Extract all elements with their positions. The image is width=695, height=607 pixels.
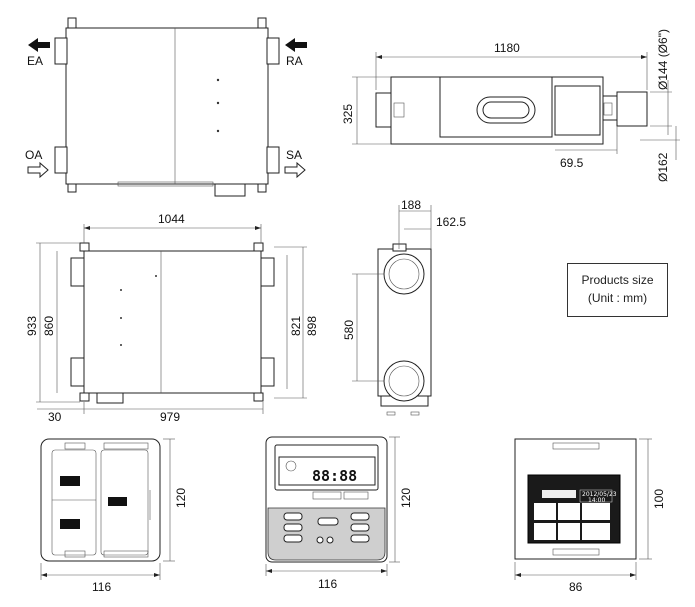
plan-depth-inner-dim: 860: [42, 316, 56, 336]
side-view: 1180 325 69.5 Ø144 (Ø6") Ø162: [341, 29, 680, 182]
controller-middle-height-dim: 120: [399, 488, 413, 508]
controller-left-height-dim: 120: [174, 488, 188, 508]
end-width-a-dim: 188: [401, 198, 421, 212]
plan-view: 1044 933 860 821 898 30 979: [25, 212, 319, 424]
legend-unit: (Unit : mm): [587, 291, 648, 305]
controller-left: 116 120: [40, 438, 188, 594]
controller-right-width-dim: 86: [569, 580, 583, 594]
plan-body-length-dim: 979: [160, 410, 180, 424]
oa-label: OA: [25, 148, 42, 162]
controller-middle: 88:88 116 120: [265, 436, 413, 591]
plan-depth-total-dim: 933: [25, 316, 39, 336]
port-layout-view: EA RA OA SA: [25, 17, 307, 197]
lcd-digits: 88:88: [312, 467, 357, 485]
end-view: 188 162.5 580: [342, 198, 466, 416]
plan-right-b-dim: 898: [305, 316, 319, 336]
side-length-dim: 1180: [494, 41, 520, 55]
side-height-dim: 325: [341, 104, 355, 124]
end-width-b-dim: 162.5: [436, 215, 466, 229]
sa-arrow-icon: [284, 161, 306, 179]
plan-right-a-dim: 821: [289, 316, 303, 336]
ra-label: RA: [286, 54, 303, 68]
duct-diameter-dim: Ø144 (Ø6"): [656, 29, 670, 90]
outer-diameter-dim: Ø162: [656, 152, 670, 182]
plan-width-dim: 1044: [158, 212, 185, 226]
controller-right: 2012/05/23 14:00 86 100: [514, 438, 666, 594]
controller-middle-width-dim: 116: [318, 577, 337, 591]
controller-date: 2012/05/23: [582, 491, 617, 498]
ea-label: EA: [27, 54, 43, 68]
ea-arrow-icon: [28, 38, 50, 52]
controller-right-height-dim: 100: [652, 489, 666, 509]
controller-left-width-dim: 116: [92, 580, 111, 594]
end-spacing-dim: 580: [342, 320, 356, 340]
controller-time: 14:00: [588, 497, 605, 504]
ra-arrow-icon: [285, 38, 307, 52]
legend-title: Products size: [581, 273, 654, 287]
products-size-legend: Products size (Unit : mm): [567, 263, 668, 317]
side-offset-dim: 69.5: [560, 156, 584, 170]
plan-left-offset-dim: 30: [48, 410, 62, 424]
oa-arrow-icon: [27, 161, 49, 179]
sa-label: SA: [286, 148, 302, 162]
